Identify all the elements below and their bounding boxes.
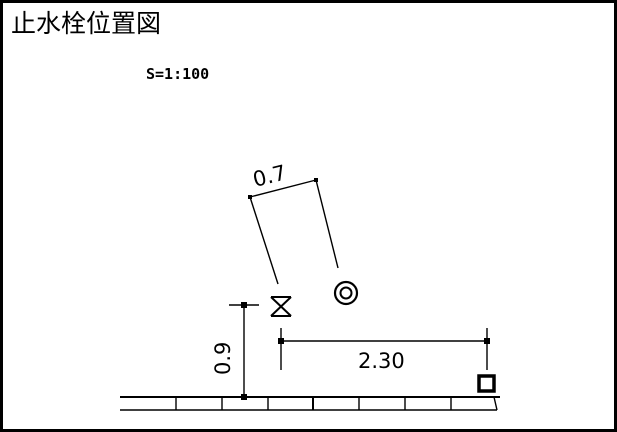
slanted-pipe bbox=[248, 178, 339, 285]
stop-valve-icon bbox=[270, 296, 292, 317]
road-boundary bbox=[120, 394, 500, 411]
dimension-horizontal: 2.30 bbox=[278, 328, 490, 373]
meter-box-icon bbox=[477, 374, 496, 393]
dimension-vertical-label: 0.9 bbox=[211, 342, 235, 375]
scale-label: S=1:100 bbox=[146, 65, 209, 83]
dimension-offset: 0.7 bbox=[250, 160, 288, 191]
double-circle-icon bbox=[333, 280, 359, 306]
dimension-vertical: 0.9 bbox=[211, 302, 259, 397]
drawing-title: 止水栓位置図 bbox=[11, 9, 162, 38]
dimension-horizontal-label: 2.30 bbox=[358, 349, 405, 373]
site-plan-drawing: S=1:100 0.7 bbox=[120, 65, 500, 411]
dimension-offset-label: 0.7 bbox=[250, 160, 288, 191]
